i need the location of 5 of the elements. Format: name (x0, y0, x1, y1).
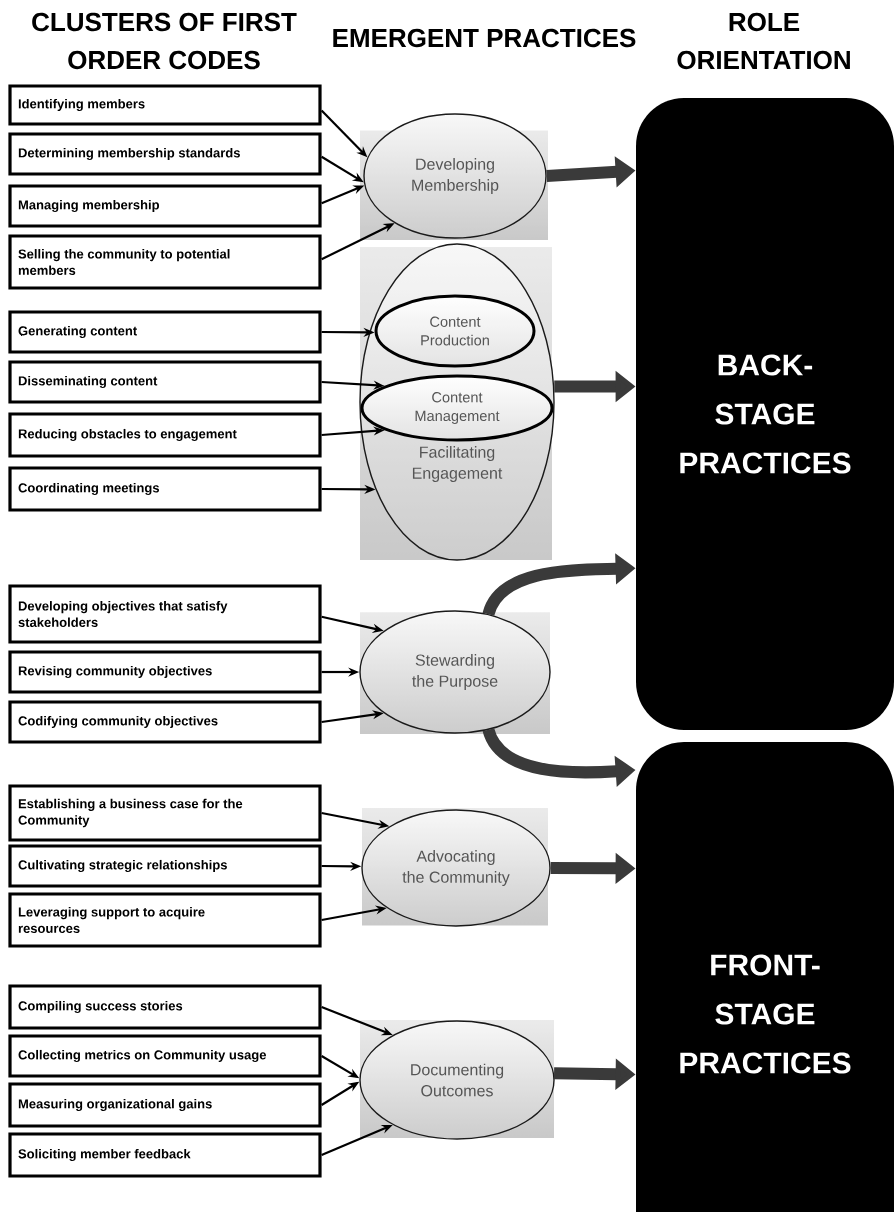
column-heading: CLUSTERS OF FIRST ORDER CODES (32, 12, 297, 70)
role-panel: BACK- STAGE PRACTICES (636, 98, 894, 730)
role-panel: FRONT- STAGE PRACTICES (636, 742, 894, 1212)
column-heading: ROLE ORIENTATION (677, 12, 850, 70)
column-heading: EMERGENT PRACTICES (333, 28, 636, 48)
